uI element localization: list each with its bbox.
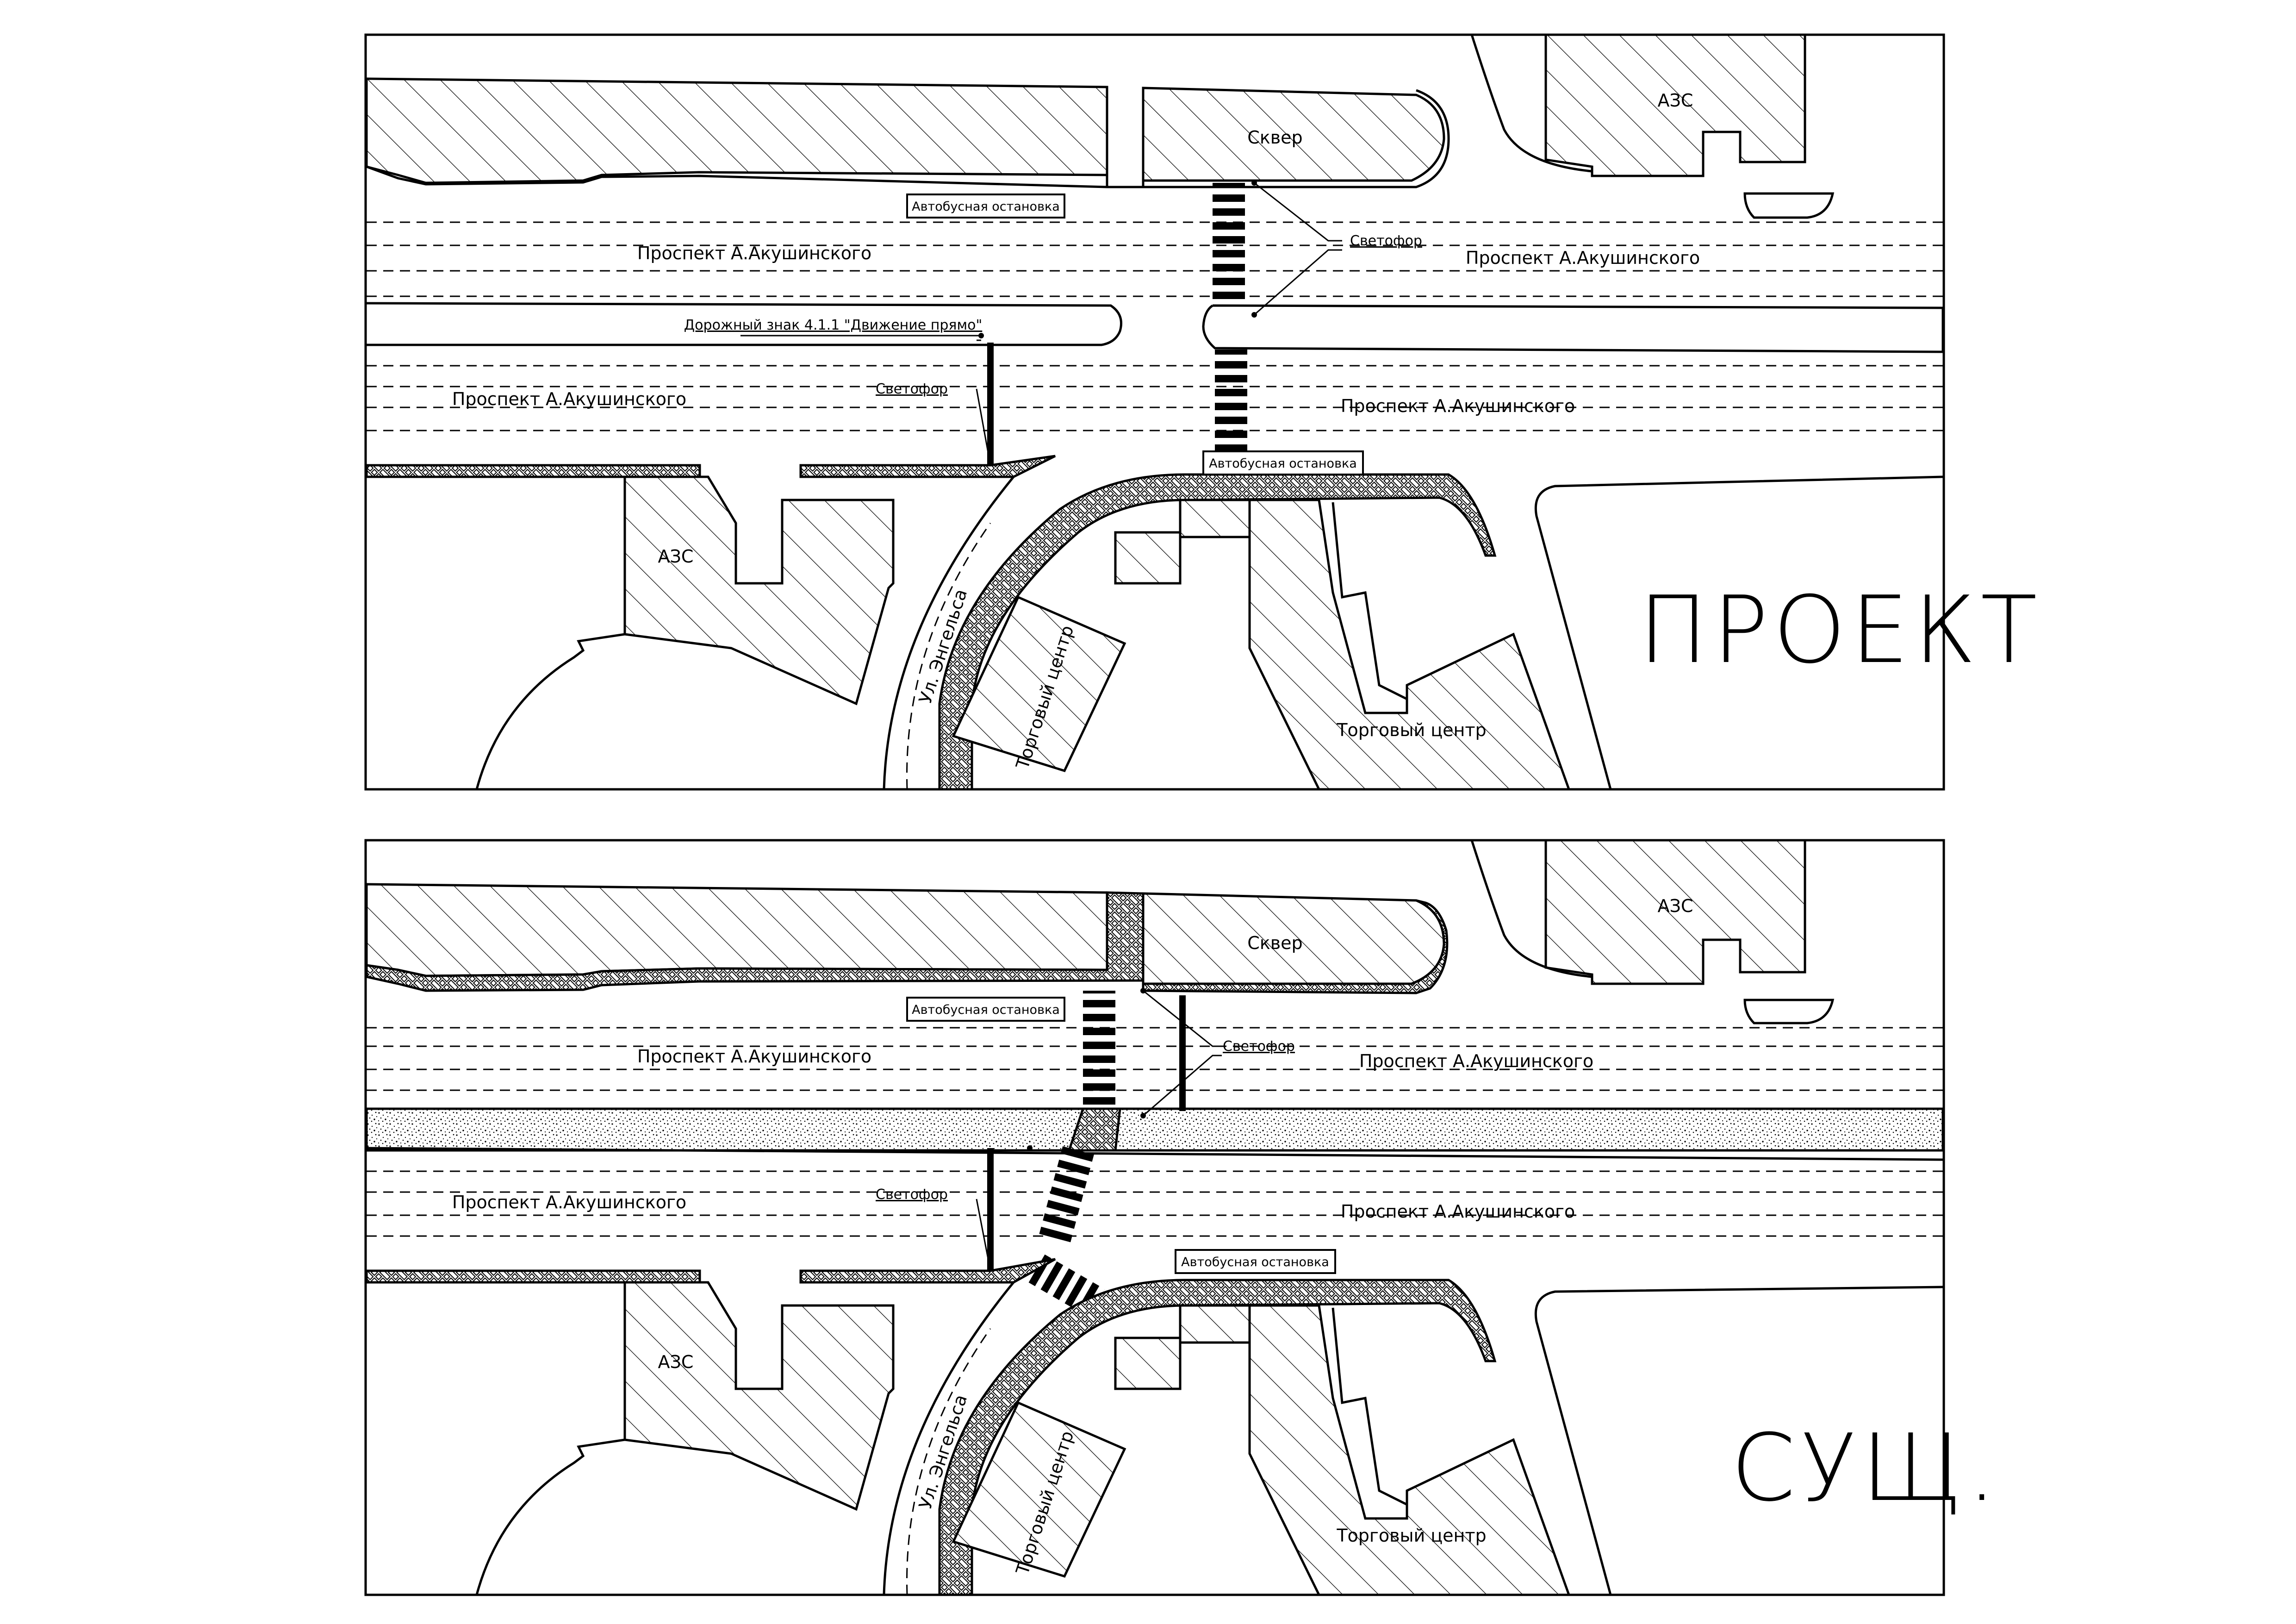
avenue-label-upper-left: Проспект А.Акушинского: [637, 243, 871, 263]
stamp-label: ПРОЕКТ: [1638, 576, 2042, 684]
avenue-label-lower-right: Проспект А.Акушинского: [1341, 396, 1575, 416]
mall-label: Торговый центр: [1336, 1525, 1486, 1546]
boundary-lower-left: [475, 633, 625, 790]
median-gravel: [365, 1107, 1944, 1152]
traffic-light-right-label: Светофор: [1223, 1038, 1295, 1055]
road-curve-top-right: [1470, 840, 1593, 978]
upper-sidewalk-edge: [366, 89, 1450, 188]
gas-station-bottom-left: [623, 475, 895, 706]
mall-block: [1248, 499, 1571, 791]
avenue-label-upper-right: Проспект А.Акушинского: [1466, 248, 1700, 268]
leader-line: [1254, 249, 1342, 316]
pedestrian-crossing-diagonal: [1039, 1146, 1094, 1244]
traffic-light-left-label: Светофор: [876, 1187, 948, 1203]
boundary-lower-left: [475, 1438, 625, 1595]
traffic-light-right-label: Светофор: [1350, 233, 1422, 249]
mall-rotated-block: [952, 595, 1126, 773]
building-small-b: [1179, 499, 1251, 538]
canopy-top: [1743, 192, 1835, 219]
bus-stop-upper-label: Автобусная остановка: [912, 1003, 1060, 1017]
leader-line: [1254, 182, 1342, 242]
mall-label: Торговый центр: [1336, 720, 1486, 740]
median-edge: [366, 1147, 1943, 1161]
square-sidewalk: [1142, 899, 1449, 994]
bus-stop-upper: [906, 194, 1065, 219]
mall-rotated-block: [952, 1401, 1126, 1578]
leader-line: [1143, 990, 1222, 1047]
bus-stop-lower-label: Автобусная остановка: [1209, 456, 1357, 471]
engels-street-centerline: [906, 1328, 991, 1595]
traffic-light-left-label: Светофор: [876, 381, 948, 397]
right-block: [1534, 475, 1943, 790]
sidewalk-strip-mid: [799, 455, 1056, 478]
building-upper-left: [365, 77, 1108, 184]
canopy-top: [1743, 999, 1835, 1024]
mall-inner-edge: [1332, 1307, 1408, 1506]
median-right: [1202, 304, 1944, 353]
avenue-label-upper-left: Проспект А.Акушинского: [637, 1046, 871, 1067]
sidewalk-curve: [938, 1279, 1497, 1596]
right-block: [1534, 1286, 1943, 1595]
gas-station-left-label: АЗС: [658, 546, 694, 567]
bus-stop-upper: [906, 997, 1065, 1022]
road-curve-top-right: [1470, 34, 1593, 173]
bus-stop-lower-label: Автобусная остановка: [1181, 1255, 1329, 1269]
bus-stop-lower: [1175, 1249, 1336, 1274]
leader-line: [1143, 1055, 1222, 1117]
leader-dot: [1251, 312, 1257, 318]
gas-station-right-label: АЗС: [1658, 896, 1693, 916]
gas-station-right-label: АЗС: [1658, 90, 1693, 111]
engels-street-centerline: [906, 523, 991, 790]
sidewalk-curve: [938, 473, 1497, 791]
leader-dot: [978, 333, 984, 338]
sidewalk-strip-mid: [799, 1258, 1056, 1284]
leader-dot: [1251, 180, 1257, 186]
pedestrian-crossing-upper: [1213, 183, 1245, 306]
panel-project: Автобусная остановка: [364, 33, 2042, 791]
pedestrian-crossing-upper: [1083, 991, 1115, 1109]
square-block: [1142, 87, 1445, 182]
building-upper-left: [365, 883, 1108, 977]
gas-station-top-right: [1544, 839, 1806, 985]
mall-block: [1248, 1304, 1571, 1596]
gas-station-bottom-left: [623, 1281, 895, 1511]
engels-street-edge-left: [883, 476, 1014, 790]
engels-street-edge-left: [883, 1281, 1014, 1595]
leader-line: [976, 388, 991, 466]
building-small-a: [1114, 1337, 1182, 1390]
avenue-label-upper-right: Проспект А.Акушинского: [1359, 1051, 1593, 1071]
sidewalk-strip-left: [365, 464, 701, 478]
mall-inner-edge: [1332, 502, 1408, 700]
bus-stop-upper-label: Автобусная остановка: [912, 200, 1060, 214]
gas-station-left-label: АЗС: [658, 1352, 694, 1372]
building-small-a: [1114, 531, 1182, 585]
gas-station-top-right: [1544, 33, 1806, 177]
leader-line: [976, 1199, 991, 1271]
sidewalk-strip-left: [365, 1269, 701, 1284]
leader-dot: [1027, 1145, 1033, 1151]
stamp-label: СУЩ.: [1731, 1414, 2001, 1522]
avenue-label-lower-left: Проспект А.Акушинского: [452, 1192, 686, 1212]
median-left: [366, 302, 1122, 346]
avenue-label-lower-right: Проспект А.Акушинского: [1341, 1201, 1575, 1222]
panel-existing: Автобусная остановка: [364, 839, 2001, 1596]
leader-dot: [1140, 988, 1146, 993]
bus-stop-lower: [1202, 450, 1364, 475]
road-sign-label: Дорожный знак 4.1.1 "Движение прямо": [684, 317, 983, 333]
building-small-b: [1179, 1304, 1251, 1344]
leader-dot: [1140, 1113, 1146, 1118]
square-label: Сквер: [1247, 127, 1302, 148]
avenue-label-lower-left: Проспект А.Акушинского: [452, 389, 686, 409]
square-label: Сквер: [1247, 933, 1302, 953]
